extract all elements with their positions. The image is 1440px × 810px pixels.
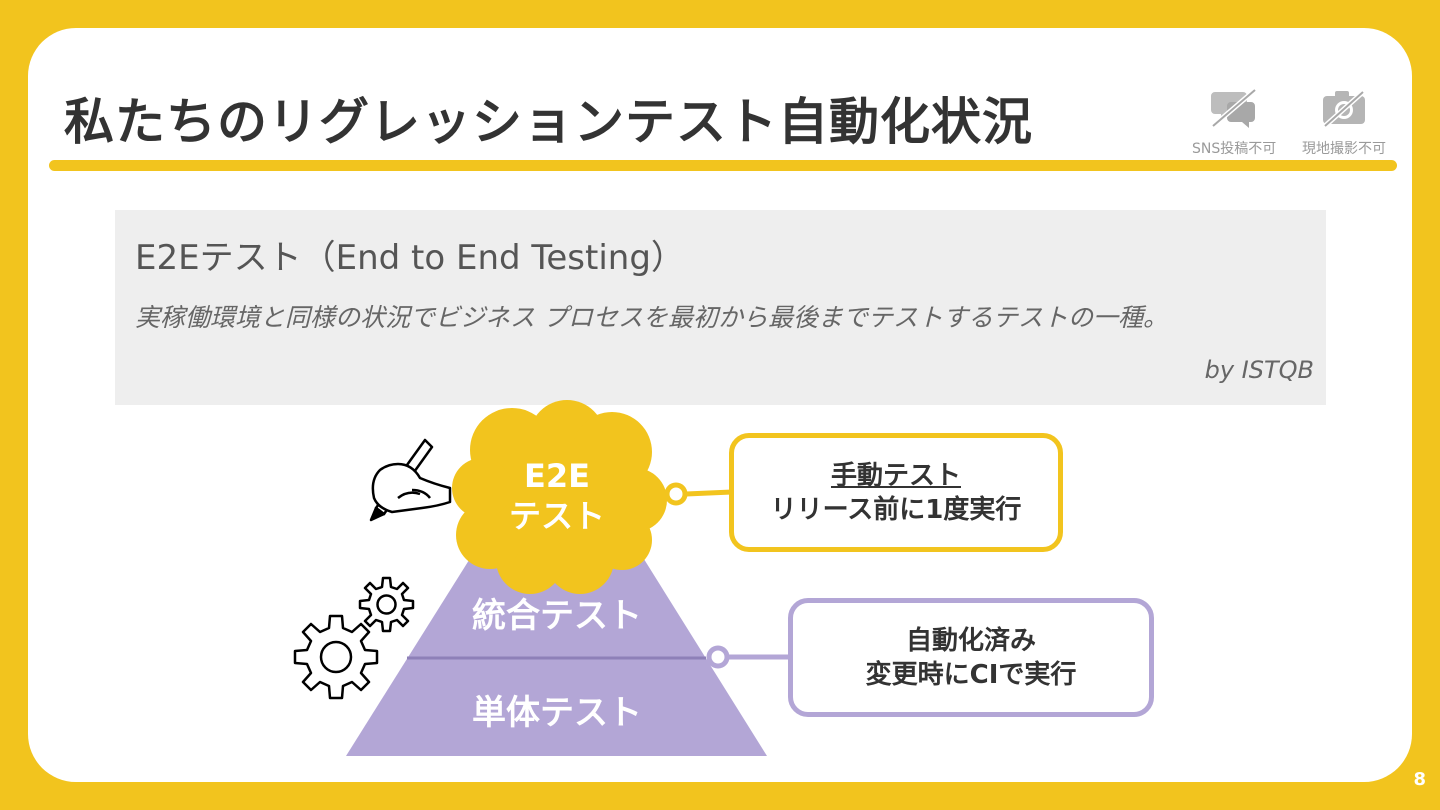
manual-connector (685, 489, 733, 497)
definition-description: 実稼働環境と同様の状況でビジネス プロセスを最初から最後までテストするテストの一… (135, 303, 1168, 332)
notice-caption: SNS投稿不可 (1192, 141, 1277, 157)
manual-connector-dot (664, 482, 688, 506)
gears-icon (293, 576, 415, 700)
slide-title: 私たちのリグレッションテスト自動化状況 (64, 93, 1033, 151)
e2e-cloud (452, 400, 667, 594)
notice-no-camera: 現地撮影不可 (1302, 86, 1386, 158)
pyramid-middle-label: 統合テスト (472, 596, 642, 636)
definition-term: E2Eテスト（End to End Testing） (135, 238, 685, 278)
hand-writing-icon (369, 438, 452, 522)
definition-box: E2Eテスト（End to End Testing） 実稼働環境と同様の状況でビ… (115, 210, 1326, 405)
notice-no-sns: SNS投稿不可 (1192, 86, 1276, 158)
manual-test-heading: 手動テスト (830, 460, 961, 491)
automated-test-callout: 自動化済み 変更時にCIで実行 (788, 598, 1154, 717)
manual-test-callout: 手動テスト リリース前に1度実行 (729, 433, 1063, 552)
definition-source: by ISTQB (1204, 356, 1314, 384)
manual-test-detail: リリース前に1度実行 (770, 494, 1022, 525)
page-number: 8 (1413, 769, 1426, 790)
automated-test-detail: 変更時にCIで実行 (865, 659, 1077, 690)
pyramid-body (346, 420, 767, 756)
automated-connector-dot (706, 645, 730, 669)
no-camera-icon (1323, 90, 1365, 128)
no-sns-icon (1211, 88, 1257, 128)
pyramid-top-line1: E2E (524, 457, 590, 495)
pyramid-bottom-label: 単体テスト (472, 693, 642, 733)
automated-test-heading: 自動化済み (905, 625, 1036, 656)
title-underline (49, 160, 1397, 171)
notice-caption: 現地撮影不可 (1302, 141, 1386, 157)
pyramid-top-line2: テスト (508, 497, 605, 535)
pyramid-top-label: E2E テスト (492, 456, 622, 536)
